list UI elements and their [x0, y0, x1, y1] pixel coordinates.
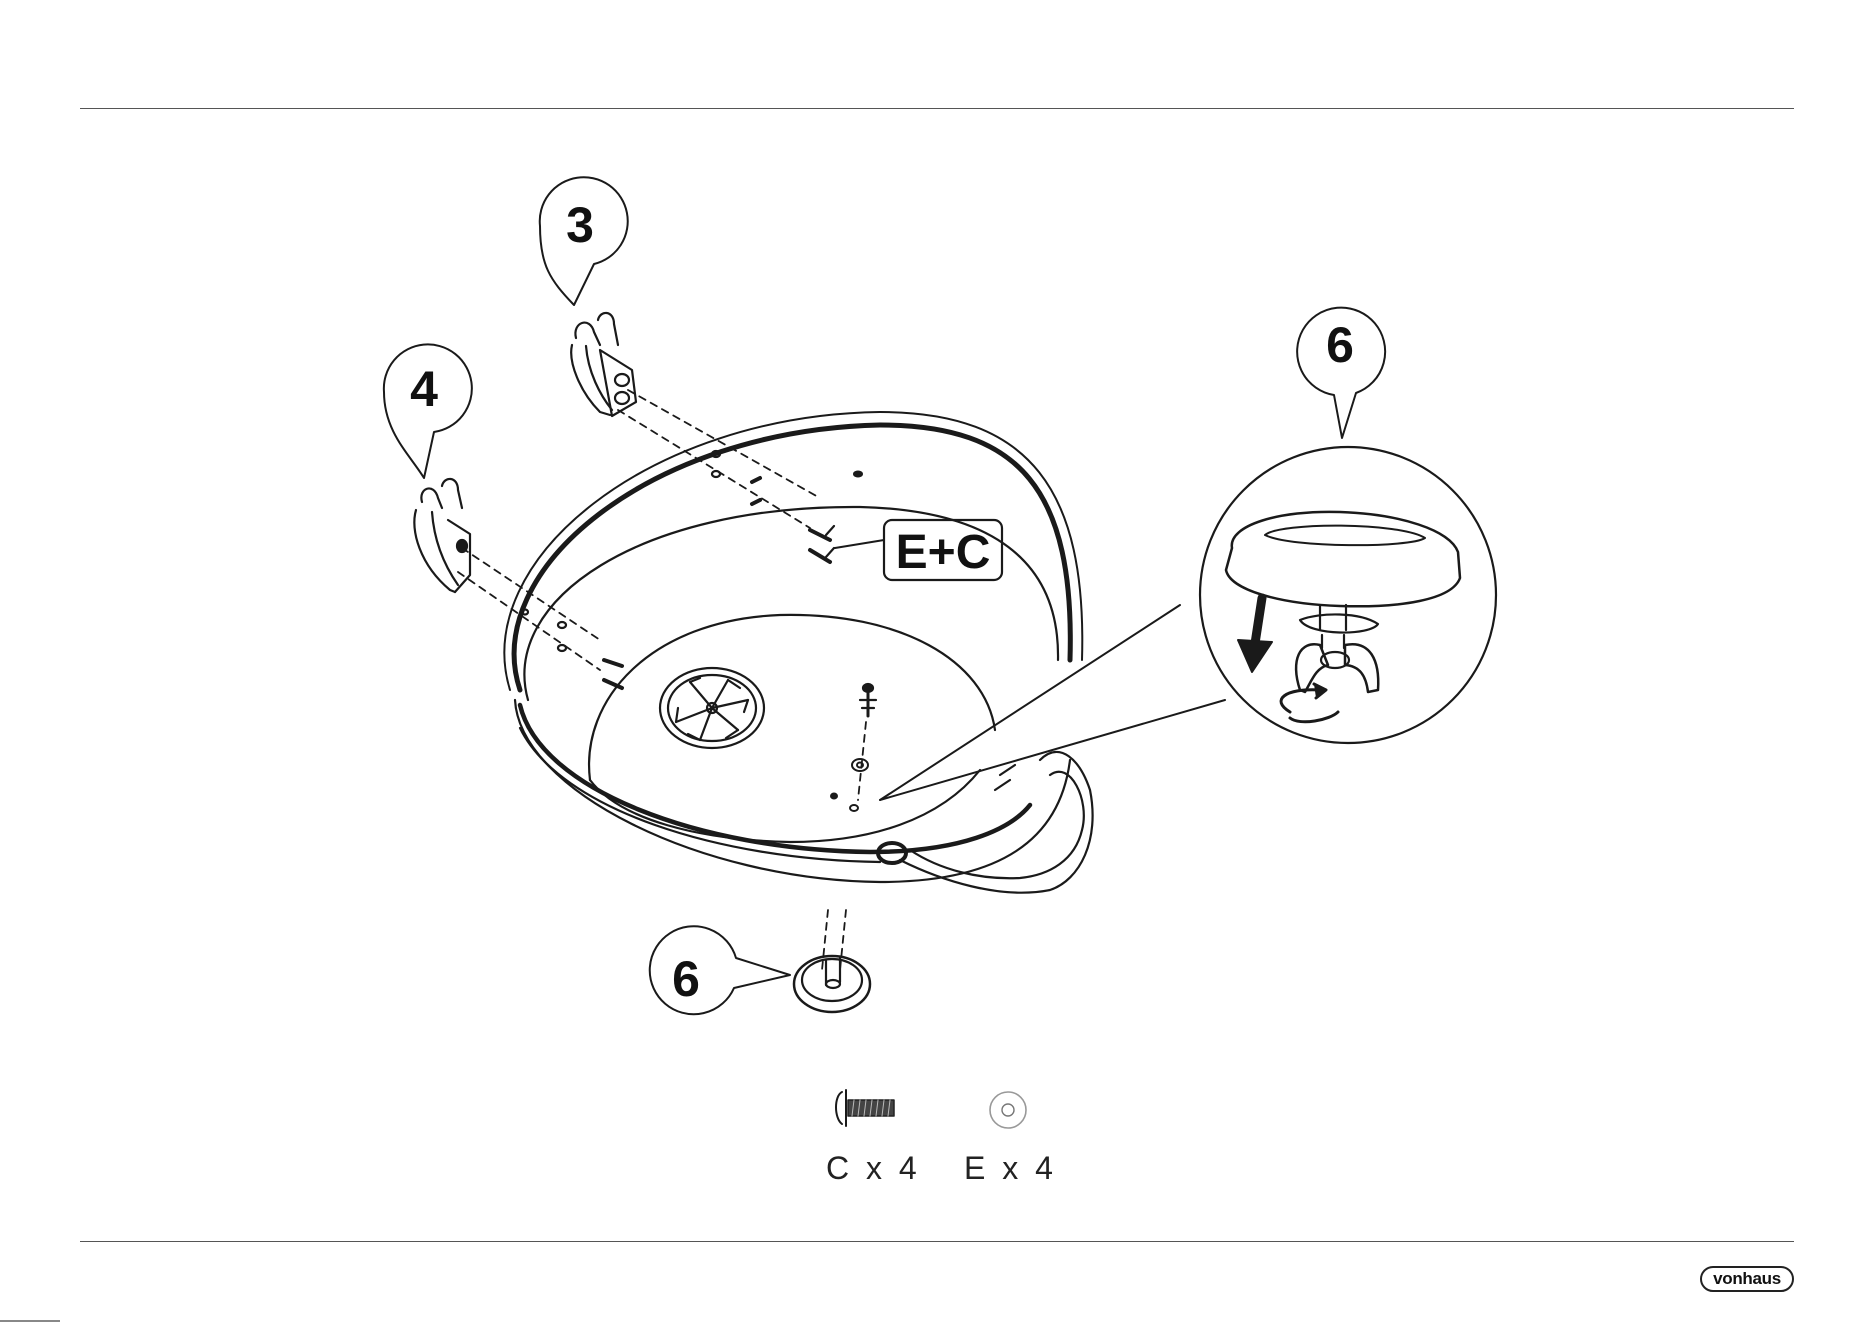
washer-icon — [990, 1092, 1026, 1128]
footer-mark — [0, 1320, 60, 1322]
bowl-handle — [878, 752, 1093, 893]
hardware-e-quantity: E x 4 — [964, 1150, 1057, 1187]
bracket-part-3 — [571, 313, 636, 416]
callout-3-number: 3 — [566, 197, 594, 253]
callout-6-detail-number: 6 — [1326, 317, 1354, 373]
callout-6-foot-bubble — [650, 926, 790, 1014]
floor-bolt — [860, 684, 876, 716]
screw-icon — [836, 1090, 894, 1126]
vent — [660, 668, 764, 748]
callout-4-number: 4 — [410, 361, 438, 417]
foot-part-6 — [794, 956, 870, 1012]
hardware-label: E+C — [896, 526, 991, 579]
callout-6-foot-number: 6 — [672, 951, 700, 1007]
brand-logo: vonhaus — [1700, 1266, 1794, 1292]
hardware-c-quantity: C x 4 — [826, 1150, 921, 1187]
zoom-detail — [880, 447, 1496, 800]
